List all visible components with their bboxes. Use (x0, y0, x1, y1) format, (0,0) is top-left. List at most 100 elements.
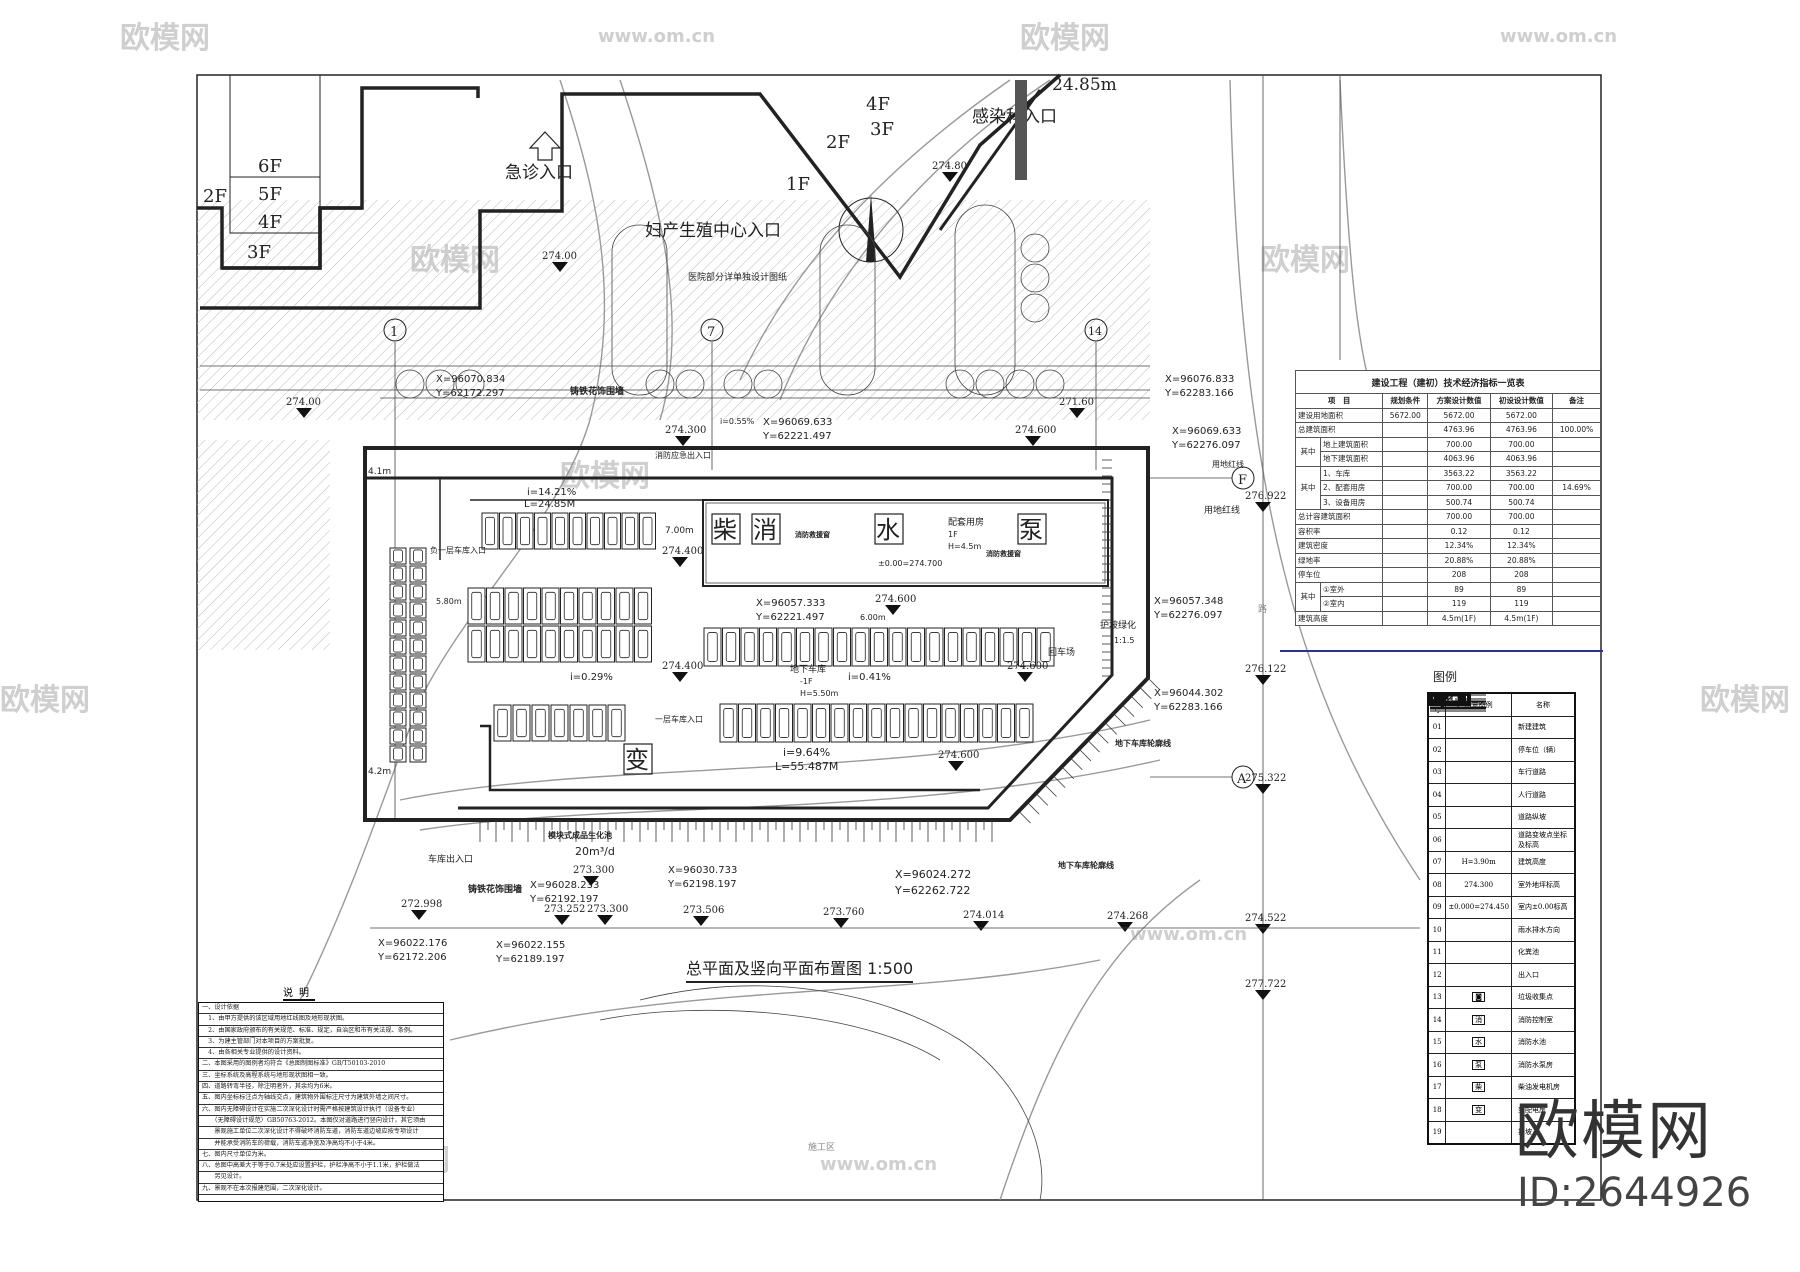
parking-stall (523, 587, 541, 625)
elevation-label: 273.760 (823, 907, 864, 918)
svg-text:A: A (1236, 772, 1247, 787)
drainage-arrows-icon (1431, 695, 1513, 942)
parking-stall (486, 625, 504, 663)
parking-stall (604, 512, 621, 550)
svg-text:消防救援窗: 消防救援窗 (795, 530, 830, 539)
pump-house: 柴 消 水 泵 配套用房 1F H=4.5m ±0.00=274.700 消防救… (711, 513, 1047, 568)
svg-text:地下车库轮廓线: 地下车库轮廓线 (1058, 860, 1114, 870)
svg-text:H=5.50m: H=5.50m (800, 689, 839, 698)
parking-stall (541, 587, 560, 625)
elevation-marker: 273.506 (683, 905, 724, 926)
parking-stall (870, 627, 888, 667)
svg-text:6F: 6F (258, 156, 282, 177)
parking-stall (621, 512, 639, 550)
svg-text:X=96069.633: X=96069.633 (763, 417, 832, 428)
parking-stall (504, 587, 523, 625)
svg-text:4F: 4F (258, 212, 282, 233)
parking-stall (516, 512, 534, 550)
parking-stall (740, 627, 759, 667)
svg-text:3F: 3F (247, 242, 271, 263)
table-header: 方案设计数值 (1427, 393, 1491, 409)
svg-text:7.00m: 7.00m (665, 526, 694, 536)
parking-stall (389, 655, 407, 673)
slope-hatch-icon (1430, 696, 1513, 1145)
svg-text:地下车库轮廓线: 地下车库轮廓线 (1115, 738, 1171, 748)
hatch-left (197, 440, 330, 650)
new-building-icon (1429, 694, 1513, 739)
elevation-label: 277.722 (1245, 979, 1286, 990)
stair-hatch (1015, 80, 1027, 180)
existing-buildings: 6F 5F 4F 3F 2F 4F 3F 2F 1F 急诊入口 妇产生殖中心入口… (197, 73, 1117, 310)
note-line: （无障碍设计规范）GB50763-2012。本图仅对道路进行竖向设计，其它须由 (199, 1116, 443, 1128)
elevation-label: 274.600 (938, 750, 979, 761)
garbage-icon: ◙ (1445, 985, 1513, 1009)
elevation-label: 274.80 (932, 161, 967, 172)
note-line: 1、由甲方提供的该区域用地红线图及地形现状图。 (199, 1014, 443, 1026)
parking-stall (389, 745, 407, 763)
svg-text:配套用房: 配套用房 (948, 516, 984, 528)
parking-stall (569, 704, 588, 742)
road-slope-icon (1430, 694, 1513, 829)
parking-stall (867, 703, 886, 743)
elevation-marker: 273.252 (544, 904, 585, 925)
note-line: 一、设计依据 (199, 1003, 443, 1015)
parking-stall (481, 512, 499, 550)
table-header: 初设设计数值 (1489, 393, 1554, 409)
parking-space-icon (1434, 695, 1513, 762)
parking-stall (944, 627, 962, 667)
elevation-marker: 274.522 (1245, 913, 1286, 934)
parking-stall (904, 703, 923, 743)
svg-text:-1F: -1F (800, 677, 813, 686)
note-line: 四、道路转弯半径，除注明者外，其余均为6米。 (199, 1082, 443, 1094)
elevation-marker: 272.998 (401, 899, 442, 920)
parking-stall (941, 703, 960, 743)
svg-text:X=96030.733: X=96030.733 (668, 865, 737, 876)
svg-text:X=96076.833: X=96076.833 (1165, 374, 1234, 385)
elevation-label: 275.322 (1245, 773, 1286, 784)
elevation-marker: 274.80 (932, 161, 967, 182)
svg-text:2F: 2F (203, 186, 227, 207)
parking-stall (1018, 627, 1036, 667)
elevation-label: 274.600 (875, 594, 916, 605)
svg-text:用地红线: 用地红线 (1204, 504, 1240, 516)
parking-stall (409, 673, 427, 691)
parking-stall (777, 627, 796, 667)
parking-stall (409, 547, 427, 565)
parking-stall (615, 625, 634, 663)
septic-tank-icon (1431, 694, 1513, 964)
svg-text:14: 14 (1088, 325, 1102, 338)
parking-stall (389, 727, 407, 745)
svg-text:L=24.85M: L=24.85M (524, 499, 575, 510)
svg-text:H=4.5m: H=4.5m (948, 542, 981, 551)
svg-text:欧模网: 欧模网 (120, 21, 210, 56)
svg-text:L=55.487M: L=55.487M (775, 760, 838, 773)
note-line: 3、为建主管部门对本项目的方案批复。 (199, 1037, 443, 1049)
svg-text:欧模网: 欧模网 (1700, 683, 1790, 718)
svg-text:2F: 2F (826, 132, 850, 153)
notes-title: 说明 (283, 984, 315, 1001)
parking-stall (534, 512, 551, 550)
parking-stall (389, 547, 407, 565)
svg-text:欧模网: 欧模网 (1020, 21, 1110, 56)
economic-indicator-table: 建设工程（建初）技术经济指标一览表 项 目规划条件方案设计数值初设设计数值备注建… (1294, 370, 1601, 626)
tree-row (200, 204, 1150, 399)
svg-text:车库出入口: 车库出入口 (428, 853, 473, 865)
svg-text:X=96044.302: X=96044.302 (1154, 688, 1223, 699)
elevation-label: 276.122 (1245, 664, 1286, 675)
table-rule (1280, 650, 1603, 652)
parking-stall (759, 627, 777, 667)
parking-stall (756, 703, 775, 743)
parking-stall (409, 565, 427, 583)
parking-stall (467, 625, 486, 663)
note-line: 4、由各相关专业提供的设计资料。 (199, 1048, 443, 1060)
site-labels: 铸铁花饰围墙 铸铁花饰围墙 模块式成品生化池 20m³/d 用地红线 用地红线 … (468, 385, 1267, 1153)
